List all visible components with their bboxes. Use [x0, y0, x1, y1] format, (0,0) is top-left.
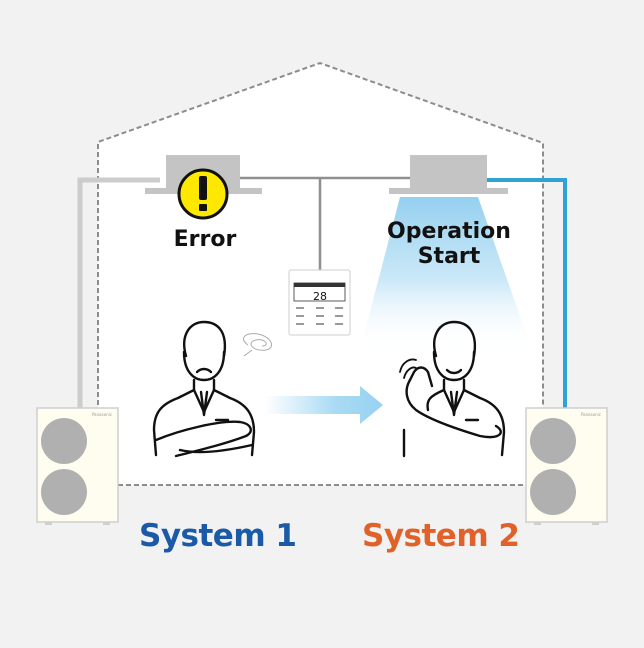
outdoor-unit-icon: Panasonic	[36, 407, 119, 525]
outdoor-unit-brand: Panasonic	[92, 412, 112, 417]
outdoor-unit-icon: Panasonic	[525, 407, 608, 525]
remote-temperature: 28	[313, 290, 327, 303]
system-2-refrigerant-pipe	[485, 178, 567, 408]
indoor-unit-icon	[389, 155, 508, 194]
system-1-refrigerant-pipe	[77, 177, 160, 408]
transition-arrow-icon	[265, 386, 383, 424]
airflow-icon	[360, 197, 532, 350]
warning-icon	[177, 168, 229, 220]
frustrated-person-icon	[152, 320, 256, 458]
system-1-label: System 1	[139, 518, 297, 554]
scribble-thought-icon	[243, 333, 273, 357]
remote-controller-icon: 28	[288, 269, 351, 336]
satisfied-person-icon	[399, 320, 506, 458]
outdoor-unit-brand: Panasonic	[581, 412, 601, 417]
error-label: Error	[173, 227, 237, 252]
control-wiring	[240, 176, 410, 271]
system-2-label: System 2	[362, 518, 520, 554]
